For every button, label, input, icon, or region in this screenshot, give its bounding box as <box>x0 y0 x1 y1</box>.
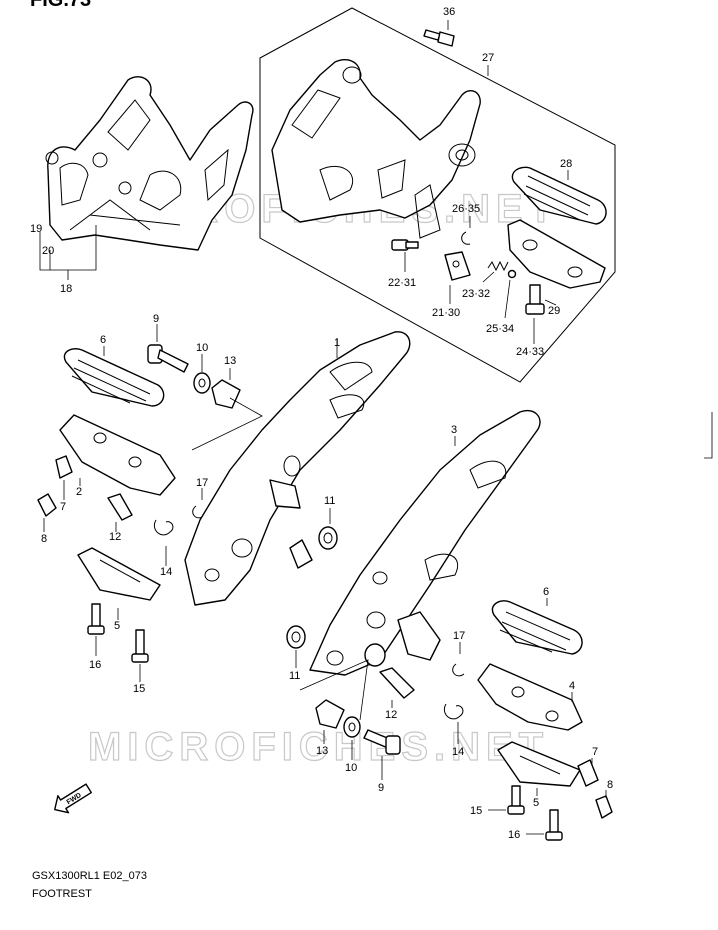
cap-8-left <box>37 493 57 517</box>
callout-21-30: 21·30 <box>432 307 460 319</box>
callout-7-right: 7 <box>592 746 598 758</box>
spring-23 <box>487 260 509 272</box>
spring-14-right <box>444 703 464 720</box>
callout-17-left: 17 <box>196 477 208 489</box>
washer-10-right <box>343 716 361 738</box>
callout-16-right: 16 <box>508 829 520 841</box>
leader-25-34 <box>504 279 511 319</box>
callout-4: 4 <box>569 680 575 692</box>
rubber-6-right <box>491 600 583 655</box>
callout-10-right: 10 <box>345 762 357 774</box>
callout-6-left: 6 <box>100 334 106 346</box>
callout-23-32: 23·32 <box>462 288 490 300</box>
callout-11-right: 11 <box>289 670 300 682</box>
fwd-arrow-icon: FWD <box>54 783 93 814</box>
callout-19: 19 <box>30 223 42 235</box>
callout-29: 29 <box>548 305 560 317</box>
washer-11-left <box>318 526 338 550</box>
rubber-28 <box>511 166 607 225</box>
callout-5-right: 5 <box>533 797 539 809</box>
callout-27: 27 <box>482 52 494 64</box>
callout-25-34: 25·34 <box>486 323 514 335</box>
callout-9-right: 9 <box>378 782 384 794</box>
clip-26 <box>461 231 471 245</box>
callouts: 36 27 28 26·35 22·31 23·32 29 21·30 25·3… <box>30 6 613 841</box>
diagram-title: FOOTREST <box>32 888 92 900</box>
leader-18 <box>39 225 97 280</box>
leader-23-32 <box>482 271 495 283</box>
bolt-15-right <box>507 785 525 815</box>
callout-12-right: 12 <box>385 709 397 721</box>
bracket-1 <box>184 331 411 606</box>
fwd-label: FWD <box>66 792 83 806</box>
callout-5-left: 5 <box>114 620 120 632</box>
plate-5-right <box>497 741 581 787</box>
callout-16-left: 16 <box>89 659 101 671</box>
bolt-9-right <box>363 729 401 755</box>
bushing-13-right <box>315 699 345 729</box>
callout-14-right: 14 <box>452 746 464 758</box>
callout-8-right: 8 <box>607 779 613 791</box>
callout-3: 3 <box>451 424 457 436</box>
callout-20: 20 <box>42 245 54 257</box>
bolt-16-left <box>87 603 105 635</box>
cap-7-left <box>55 455 73 479</box>
model-code: GSX1300RL1 E02_073 <box>32 870 147 882</box>
fig-label: FIG.73 <box>30 0 91 11</box>
callout-9-left: 9 <box>153 313 159 325</box>
callout-12-left: 12 <box>109 531 121 543</box>
callout-15-right: 15 <box>470 805 482 817</box>
footrest-4 <box>477 663 583 731</box>
spring-14-left <box>154 519 174 536</box>
guide-right <box>299 659 369 721</box>
plate-21 <box>444 251 471 281</box>
callout-6-right: 6 <box>543 586 549 598</box>
callout-28: 28 <box>560 158 572 170</box>
bolt-15-left <box>131 629 149 663</box>
callout-15-left: 15 <box>133 683 145 695</box>
pin-22 <box>391 239 419 251</box>
ball-25 <box>507 269 517 279</box>
washer-10-left <box>193 372 211 394</box>
edge-mark <box>704 412 713 459</box>
callout-7-left: 7 <box>60 501 66 513</box>
callout-22-31: 22·31 <box>388 277 416 289</box>
callout-11-left: 11 <box>324 495 335 507</box>
bolt-9-left <box>147 344 189 373</box>
callout-10-left: 10 <box>196 342 208 354</box>
pin-12-right <box>379 667 415 699</box>
leader-29 <box>544 299 557 306</box>
pin-12-left <box>107 493 133 521</box>
assembly-box-27 <box>259 7 616 383</box>
plate-5-left <box>77 547 161 601</box>
callout-18: 18 <box>60 283 72 295</box>
rubber-6-left <box>63 348 165 407</box>
callout-14-left: 14 <box>160 566 172 578</box>
callout-26-35: 26·35 <box>452 203 480 215</box>
callout-36: 36 <box>443 6 455 18</box>
cap-8-right <box>595 795 613 819</box>
washer-11-right <box>286 625 306 649</box>
clip-17-right <box>452 663 465 677</box>
bolt-24 <box>525 284 545 315</box>
guide-left <box>191 397 263 451</box>
bushing-13-left <box>211 379 241 409</box>
bracket-3 <box>309 409 541 676</box>
callout-13-left: 13 <box>224 355 236 367</box>
bolt-36 <box>423 29 455 47</box>
cap-7-right <box>577 759 599 787</box>
footrest-29 <box>507 219 606 289</box>
bolt-16-right <box>545 809 563 841</box>
callout-24-33: 24·33 <box>516 346 544 358</box>
callout-1: 1 <box>334 337 340 349</box>
callout-8-left: 8 <box>41 533 47 545</box>
callout-17-right: 17 <box>453 630 465 642</box>
watermark-bottom: MICROFICHES.NET <box>88 725 549 769</box>
callout-2: 2 <box>76 486 82 498</box>
footrest-2 <box>59 414 176 496</box>
callout-13-right: 13 <box>316 745 328 757</box>
bracket-assembly-18 <box>45 76 254 251</box>
